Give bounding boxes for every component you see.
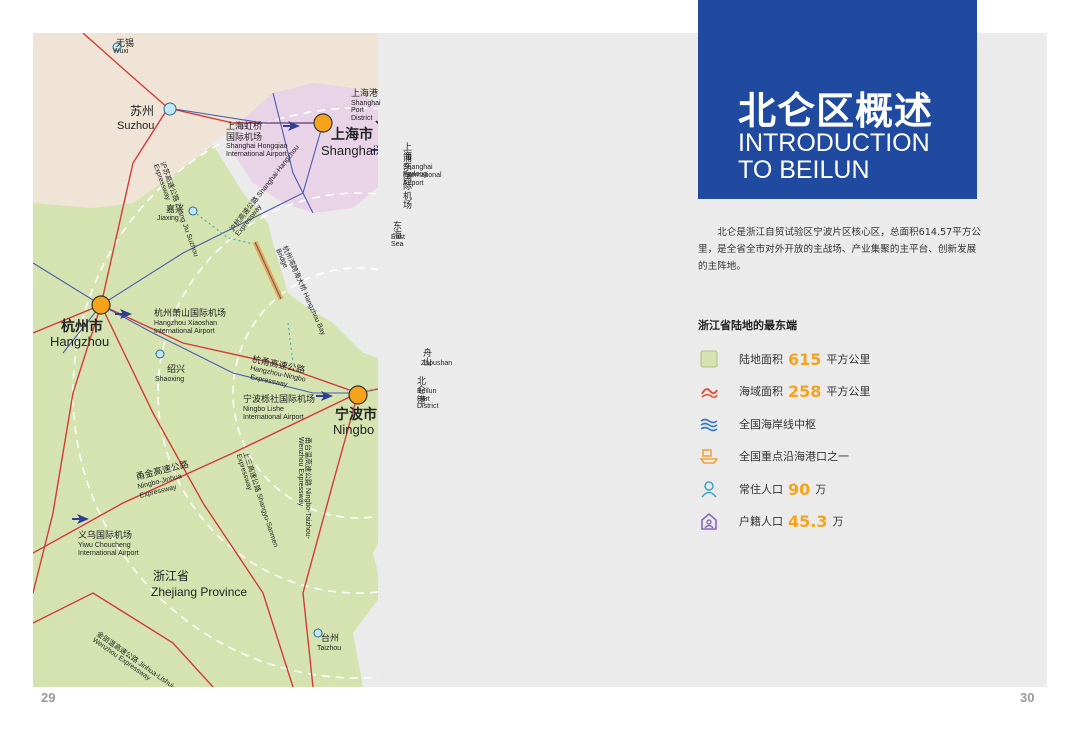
wuxi-label: 无锡 xyxy=(116,38,135,48)
stat-registered-population: 户籍人口 45.3 万 xyxy=(700,510,843,532)
stat-land-area: 陆地面积 615 平方公里 xyxy=(700,348,870,370)
resident-population-icon xyxy=(700,480,718,498)
zhoushan-label-en: Zhoushan xyxy=(421,360,453,367)
yiwu-label: 义乌国际机场 xyxy=(78,530,133,540)
shaoxing-label-en: Shaoxing xyxy=(155,376,185,383)
jiaxing-label: 嘉兴 xyxy=(166,204,185,214)
ningbo-label-en: Ningbo xyxy=(333,422,375,437)
pudong-label-en-2: International xyxy=(403,172,442,179)
stat-label: 常住人口 xyxy=(739,483,783,496)
stat-label: 海域面积 xyxy=(739,385,783,398)
stat-resident-population: 常住人口 90 万 xyxy=(700,478,826,500)
east-sea-label-en: East Sea xyxy=(391,234,406,249)
sea-links xyxy=(192,210,378,394)
regional-map: 无锡 Wuxi 苏州 Suzhou 沪苏高速公路 Zhang Jiu Suzho… xyxy=(33,33,452,687)
land-area-icon xyxy=(700,350,718,368)
registered-population-icon xyxy=(700,512,718,530)
stat-value: 258 xyxy=(788,381,822,401)
map-graphic xyxy=(33,33,378,687)
pudong-label-en-3: Airport xyxy=(403,180,424,187)
coastline-icon xyxy=(700,415,718,433)
stat-sea-area: 海域面积 258 平方公里 xyxy=(700,380,870,402)
air-routes xyxy=(33,92,358,394)
stats-title: 浙江省陆地的最东端 xyxy=(698,319,797,332)
east-sea-label: 东海 xyxy=(393,221,403,241)
city-markers xyxy=(91,42,368,638)
page-number-right: 30 xyxy=(1020,690,1035,705)
stat-port: 全国重点沿海港口之一 xyxy=(700,445,849,467)
stat-value: 45.3 xyxy=(788,511,828,531)
page-title-en: INTRODUCTION TO BEILUN xyxy=(738,130,930,184)
suzhou-label-en: Suzhou xyxy=(117,120,155,132)
stat-label: 户籍人口 xyxy=(739,515,783,528)
airport-icons xyxy=(72,121,378,524)
shanghai-label: 上海市 xyxy=(331,126,373,142)
yiwu-label-en-2: International Airport xyxy=(78,550,139,557)
xiaoshan-label: 杭州萧山国际机场 xyxy=(154,308,227,318)
hangzhou-label: 杭州市 xyxy=(61,318,103,334)
yong-tai-wen-label: 甬台温高速公路 Ningbo-Taizhou-Wenzhou Expresswa… xyxy=(296,437,311,539)
lishe-label-en-2: International Airport xyxy=(243,414,304,421)
page-title-cn: 北仑区概述 xyxy=(738,89,934,133)
beilun-port-label-en: Beilun xyxy=(417,388,437,395)
stat-label: 陆地面积 xyxy=(739,353,783,366)
north-zhejiang-land xyxy=(33,145,273,288)
wuxi-label-en: Wuxi xyxy=(113,48,129,55)
taizhou-label: 台州 xyxy=(321,633,340,643)
shaoxing-label: 绍兴 xyxy=(167,364,186,374)
distance-rings xyxy=(72,107,378,679)
stat-unit: 万 xyxy=(815,483,827,496)
pudong-label-en: Shanghai Pudong xyxy=(403,164,433,179)
beilun-port-label: 北仑港 xyxy=(417,376,427,405)
xiaoshan-label-en: Hangzhou Xiaoshan xyxy=(154,320,218,327)
lishe-label: 宁波栎社国际机场 xyxy=(243,394,316,404)
port-anchor-icons xyxy=(375,120,378,124)
hongqiao-label-en-2: International Airport xyxy=(226,151,287,158)
shanghai-label-en: Shanghai xyxy=(321,143,376,158)
page-title-en-line1: INTRODUCTION xyxy=(738,129,930,157)
taizhou-label-en: Taizhou xyxy=(317,645,342,652)
pudong-label: 上海 xyxy=(403,142,413,162)
zhoushan-label: 舟山 xyxy=(423,348,433,368)
shanghai-port-label: 上海港 xyxy=(351,88,379,98)
hongqiao-label-2: 国际机场 xyxy=(226,132,263,142)
stat-value: 615 xyxy=(788,349,822,369)
stat-label: 全国海岸线中枢 xyxy=(739,418,816,431)
title-box: 北仑区概述 INTRODUCTION TO BEILUN xyxy=(698,0,977,199)
shanghai-area xyxy=(233,83,378,213)
yiwu-label-en: Yiwu Choucheng xyxy=(78,542,131,549)
hongqiao-label-en: Shanghai Hongqiao xyxy=(226,143,288,150)
xiaoshan-label-en-2: International Airport xyxy=(154,328,215,335)
intro-paragraph: 北仑是浙江自贸试验区宁波片区核心区，总面积614.57平方公里，是全省全市对外开… xyxy=(698,227,982,272)
shanghai-port-label-en: Shanghai Port District xyxy=(351,100,381,122)
pudong-label-2: 浦东国际机场 xyxy=(403,153,413,211)
suzhou-label: 苏州 xyxy=(130,104,155,118)
stat-coastline: 全国海岸线中枢 xyxy=(700,413,816,435)
hongqiao-label: 上海虹桥 xyxy=(226,121,263,131)
jiaxing-label-en: Jiaxing xyxy=(157,215,179,222)
stat-label: 全国重点沿海港口之一 xyxy=(739,450,849,463)
zhejiang-label-en: Zhejiang Province xyxy=(151,585,248,599)
port-icon xyxy=(700,447,718,465)
jiangsu-land xyxy=(33,33,378,208)
beilun-port-label-en-2: Port District xyxy=(417,396,439,411)
stat-unit: 平方公里 xyxy=(826,353,871,366)
lishe-label-en: Ningbo Lishe xyxy=(243,406,284,413)
page-number-left: 29 xyxy=(41,690,56,705)
sea-area-icon xyxy=(700,382,718,400)
stat-unit: 万 xyxy=(832,515,844,528)
zhejiang-label: 浙江省 xyxy=(153,569,190,583)
stat-value: 90 xyxy=(788,479,811,499)
hangzhou-label-en: Hangzhou xyxy=(50,334,110,349)
page-title-en-line2: TO BEILUN xyxy=(738,156,870,184)
stat-unit: 平方公里 xyxy=(826,385,871,398)
ningbo-label: 宁波市 xyxy=(335,406,377,422)
